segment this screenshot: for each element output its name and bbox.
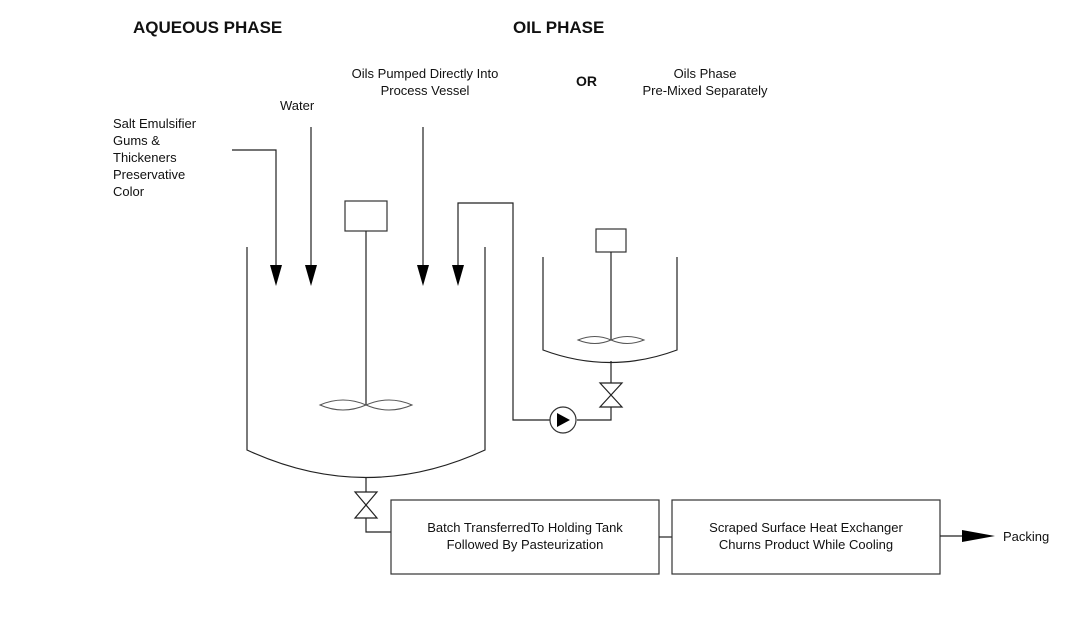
packing-label: Packing — [1003, 529, 1050, 544]
process-vessel — [246, 200, 486, 479]
ingredient-line: Color — [113, 184, 145, 199]
oil-phase-heading: OIL PHASE — [513, 18, 605, 37]
water-label: Water — [280, 98, 315, 113]
ingredient-line: Salt Emulsifier — [113, 116, 197, 131]
ingredient-line: Thickeners — [113, 150, 177, 165]
heat-exchanger-box — [671, 499, 941, 575]
ingredient-feed-line — [232, 149, 282, 286]
main-outlet-line — [353, 478, 391, 533]
ingredients-label: Salt Emulsifier Gums & Thickeners Preser… — [113, 115, 196, 200]
oils-premixed-label: Oils Phase Pre-Mixed Separately — [620, 65, 790, 99]
premix-return-line — [452, 202, 550, 421]
water-feed-line — [305, 127, 317, 286]
heat-exchanger-line: Churns Product While Cooling — [718, 537, 894, 552]
or-label: OR — [576, 73, 597, 89]
oil-direct-feed-line — [417, 127, 429, 286]
premix-mixer-motor — [595, 228, 627, 253]
aqueous-phase-heading: AQUEOUS PHASE — [133, 18, 283, 37]
holding-tank-box — [390, 499, 660, 575]
heat-exchanger-label: Scraped Surface Heat Exchanger Churns Pr… — [672, 519, 940, 553]
oils-premixed-line: Oils Phase — [673, 66, 737, 81]
heat-exchanger-line: Scraped Surface Heat Exchanger — [709, 520, 903, 535]
oils-direct-line: Oils Pumped Directly Into — [351, 66, 499, 81]
ingredient-line: Gums & — [113, 133, 160, 148]
outlet-valve — [353, 491, 379, 519]
holding-tank-line: Followed By Pasteurization — [446, 537, 604, 552]
main-mixer-motor — [344, 200, 388, 232]
holding-tank-line: Batch TransferredTo Holding Tank — [427, 520, 623, 535]
holding-tank-label: Batch TransferredTo Holding Tank Followe… — [391, 519, 659, 553]
oils-direct-line: Process Vessel — [380, 83, 470, 98]
premix-vessel — [542, 228, 678, 434]
ingredient-line: Preservative — [113, 167, 186, 182]
oils-direct-label: Oils Pumped Directly Into Process Vessel — [330, 65, 520, 99]
packing-arrow — [940, 530, 995, 542]
premix-valve — [598, 382, 624, 408]
oils-premixed-line: Pre-Mixed Separately — [642, 83, 768, 98]
